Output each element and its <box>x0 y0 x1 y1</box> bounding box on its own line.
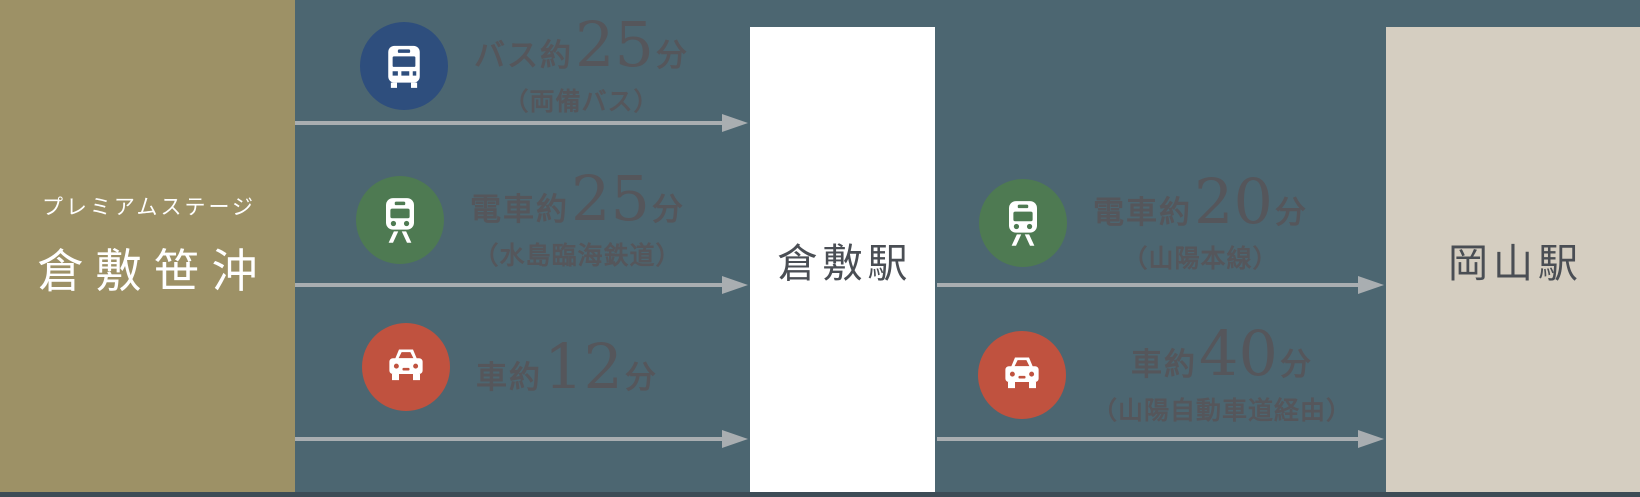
route-car-unit: 分 <box>624 360 658 395</box>
route-train-operator: （水島臨海鉄道） <box>473 243 682 270</box>
route-train-texts: 電車約25分 （水島臨海鉄道） <box>470 168 685 272</box>
route-train-unit: 分 <box>651 192 685 227</box>
arrow-right-car <box>937 437 1358 441</box>
route-car-prefix: 車約 <box>476 360 542 395</box>
station-kurashiki: 倉敷駅 <box>750 27 935 492</box>
arrow-left-train <box>295 283 722 287</box>
route-train2-time: 電車約20分 <box>1093 171 1308 233</box>
route-car-to-kurashiki: 車約12分 <box>362 323 658 411</box>
route-train2-line: （山陽本線） <box>1122 246 1279 273</box>
route-car-minutes: 12 <box>544 330 623 403</box>
route-car2-unit: 分 <box>1279 347 1313 382</box>
car-icon <box>978 331 1066 419</box>
station-okayama-label: 岡山駅 <box>1448 240 1583 286</box>
route-bus-prefix: バス約 <box>474 38 573 73</box>
car-icon <box>362 323 450 411</box>
train-icon <box>979 179 1067 267</box>
route-bus-unit: 分 <box>655 38 689 73</box>
arrow-left-bus <box>295 121 722 125</box>
route-train2-unit: 分 <box>1274 195 1308 230</box>
origin-block: プレミアムステージ 倉敷笹沖 <box>0 0 295 492</box>
route-bus-texts: バス約25分 （両備バス） <box>474 14 689 118</box>
origin-title: 倉敷笹沖 <box>37 246 270 297</box>
route-car2-via: （山陽自動車道経由） <box>1092 398 1353 425</box>
route-train-minutes: 25 <box>571 162 650 235</box>
route-car-texts: 車約12分 <box>476 336 658 398</box>
train-icon <box>356 176 444 264</box>
bottom-strip <box>0 492 1640 497</box>
origin-subtitle: プレミアムステージ <box>41 195 257 219</box>
station-okayama: 岡山駅 <box>1386 27 1640 492</box>
route-car-to-okayama: 車約40分 （山陽自動車道経由） <box>978 323 1352 427</box>
route-car-time: 車約12分 <box>476 336 658 398</box>
route-train-to-kurashiki: 電車約25分 （水島臨海鉄道） <box>356 168 685 272</box>
route-train-time: 電車約25分 <box>470 168 685 230</box>
route-car2-prefix: 車約 <box>1131 347 1198 382</box>
arrow-left-car <box>295 437 722 441</box>
bus-icon <box>360 22 448 110</box>
route-train-prefix: 電車約 <box>470 192 569 227</box>
route-car2-minutes: 40 <box>1199 317 1278 390</box>
arrow-right-train <box>937 283 1358 287</box>
route-train-to-okayama: 電車約20分 （山陽本線） <box>979 171 1308 275</box>
route-bus-to-kurashiki: バス約25分 （両備バス） <box>360 14 689 118</box>
station-kurashiki-label: 倉敷駅 <box>777 240 913 286</box>
route-bus-operator: （両備バス） <box>503 89 660 116</box>
route-train2-minutes: 20 <box>1194 165 1273 238</box>
route-bus-minutes: 25 <box>575 8 654 81</box>
route-bus-time: バス約25分 <box>474 14 689 76</box>
route-car2-time: 車約40分 <box>1092 323 1352 385</box>
route-train2-texts: 電車約20分 （山陽本線） <box>1093 171 1308 275</box>
route-car2-texts: 車約40分 （山陽自動車道経由） <box>1092 323 1352 427</box>
route-train2-prefix: 電車約 <box>1093 195 1192 230</box>
